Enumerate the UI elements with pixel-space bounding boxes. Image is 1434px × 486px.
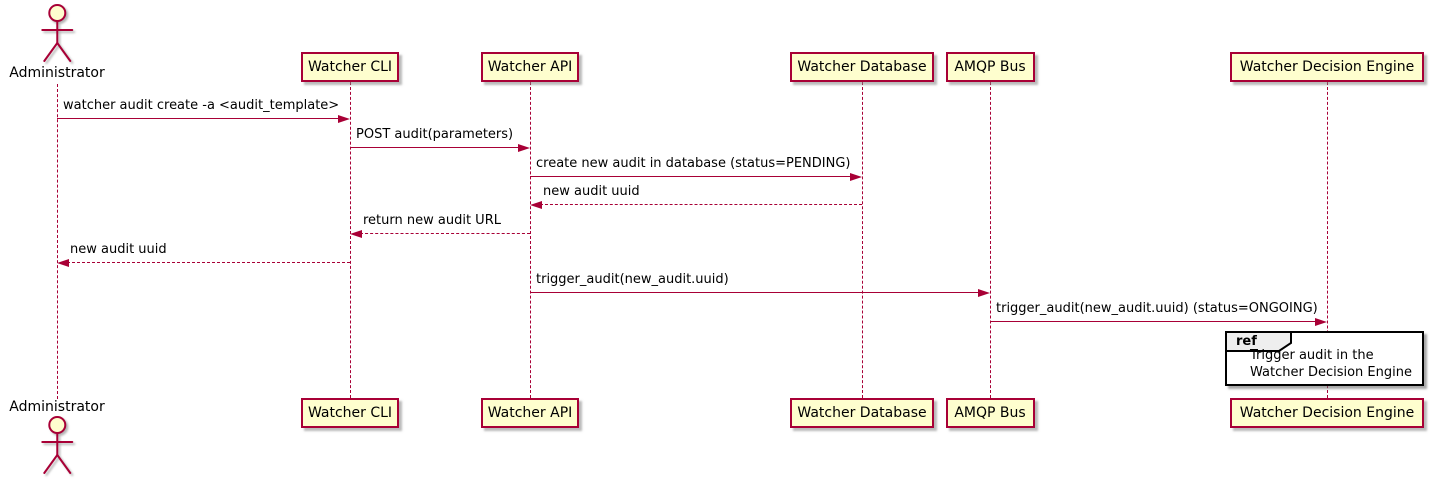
participant-top-watcher-cli: Watcher CLI — [301, 52, 399, 82]
message-line-4 — [540, 204, 862, 205]
ref-text-line: Watcher Decision Engine — [1250, 365, 1412, 380]
lifeline-watcher-decision-engine — [1327, 82, 1328, 398]
arrowhead-icon — [57, 259, 69, 267]
message-label-3: create new audit in database (status=PEN… — [536, 156, 851, 171]
actor-administrator-top: Administrator — [9, 3, 105, 81]
arrowhead-icon — [530, 201, 542, 209]
message-label-1: watcher audit create -a <audit_template> — [63, 98, 340, 113]
message-line-8 — [990, 321, 1317, 322]
ref-text-line: Trigger audit in the — [1250, 348, 1374, 363]
actor-label: Administrator — [9, 65, 105, 81]
message-label-6: new audit uuid — [70, 242, 167, 257]
message-label-5: return new audit URL — [363, 213, 501, 228]
arrowhead-icon — [1315, 318, 1327, 326]
participant-top-amqp-bus: AMQP Bus — [945, 52, 1035, 82]
arrowhead-icon — [978, 289, 990, 297]
message-label-4: new audit uuid — [543, 184, 640, 199]
message-line-3 — [530, 176, 852, 177]
lifeline-watcher-cli — [350, 82, 351, 398]
arrowhead-icon — [850, 173, 862, 181]
lifeline-administrator — [57, 84, 58, 399]
participant-bottom-watcher-database: Watcher Database — [790, 398, 934, 428]
message-label-7: trigger_audit(new_audit.uuid) — [536, 272, 729, 287]
message-line-5 — [360, 233, 530, 234]
participant-top-watcher-api: Watcher API — [481, 52, 579, 82]
message-label-8: trigger_audit(new_audit.uuid) (status=ON… — [996, 301, 1318, 316]
ref-text: Trigger audit in the Watcher Decision En… — [1250, 347, 1412, 381]
actor-administrator-bottom: Administrator — [9, 399, 105, 477]
message-line-1 — [57, 118, 340, 119]
actor-icon — [41, 416, 73, 474]
message-label-2: POST audit(parameters) — [356, 127, 514, 142]
message-line-7 — [530, 292, 980, 293]
arrowhead-icon — [350, 230, 362, 238]
participant-bottom-amqp-bus: AMQP Bus — [945, 398, 1035, 428]
arrowhead-icon — [338, 115, 350, 123]
lifeline-watcher-api — [530, 82, 531, 398]
participant-top-watcher-database: Watcher Database — [790, 52, 934, 82]
participant-top-watcher-decision-engine: Watcher Decision Engine — [1230, 52, 1424, 82]
participant-bottom-watcher-cli: Watcher CLI — [301, 398, 399, 428]
arrowhead-icon — [518, 144, 530, 152]
actor-label: Administrator — [9, 399, 105, 415]
ref-keyword: ref — [1236, 334, 1257, 349]
ref-fragment: ref Trigger audit in the Watcher Decisio… — [1225, 331, 1424, 386]
participant-bottom-watcher-decision-engine: Watcher Decision Engine — [1230, 398, 1424, 428]
message-line-6 — [67, 262, 350, 263]
message-line-2 — [350, 147, 520, 148]
ref-pentagon-icon — [1225, 331, 1292, 352]
lifeline-amqp-bus — [990, 82, 991, 398]
actor-icon — [41, 4, 73, 62]
participant-bottom-watcher-api: Watcher API — [481, 398, 579, 428]
lifeline-watcher-database — [862, 82, 863, 398]
